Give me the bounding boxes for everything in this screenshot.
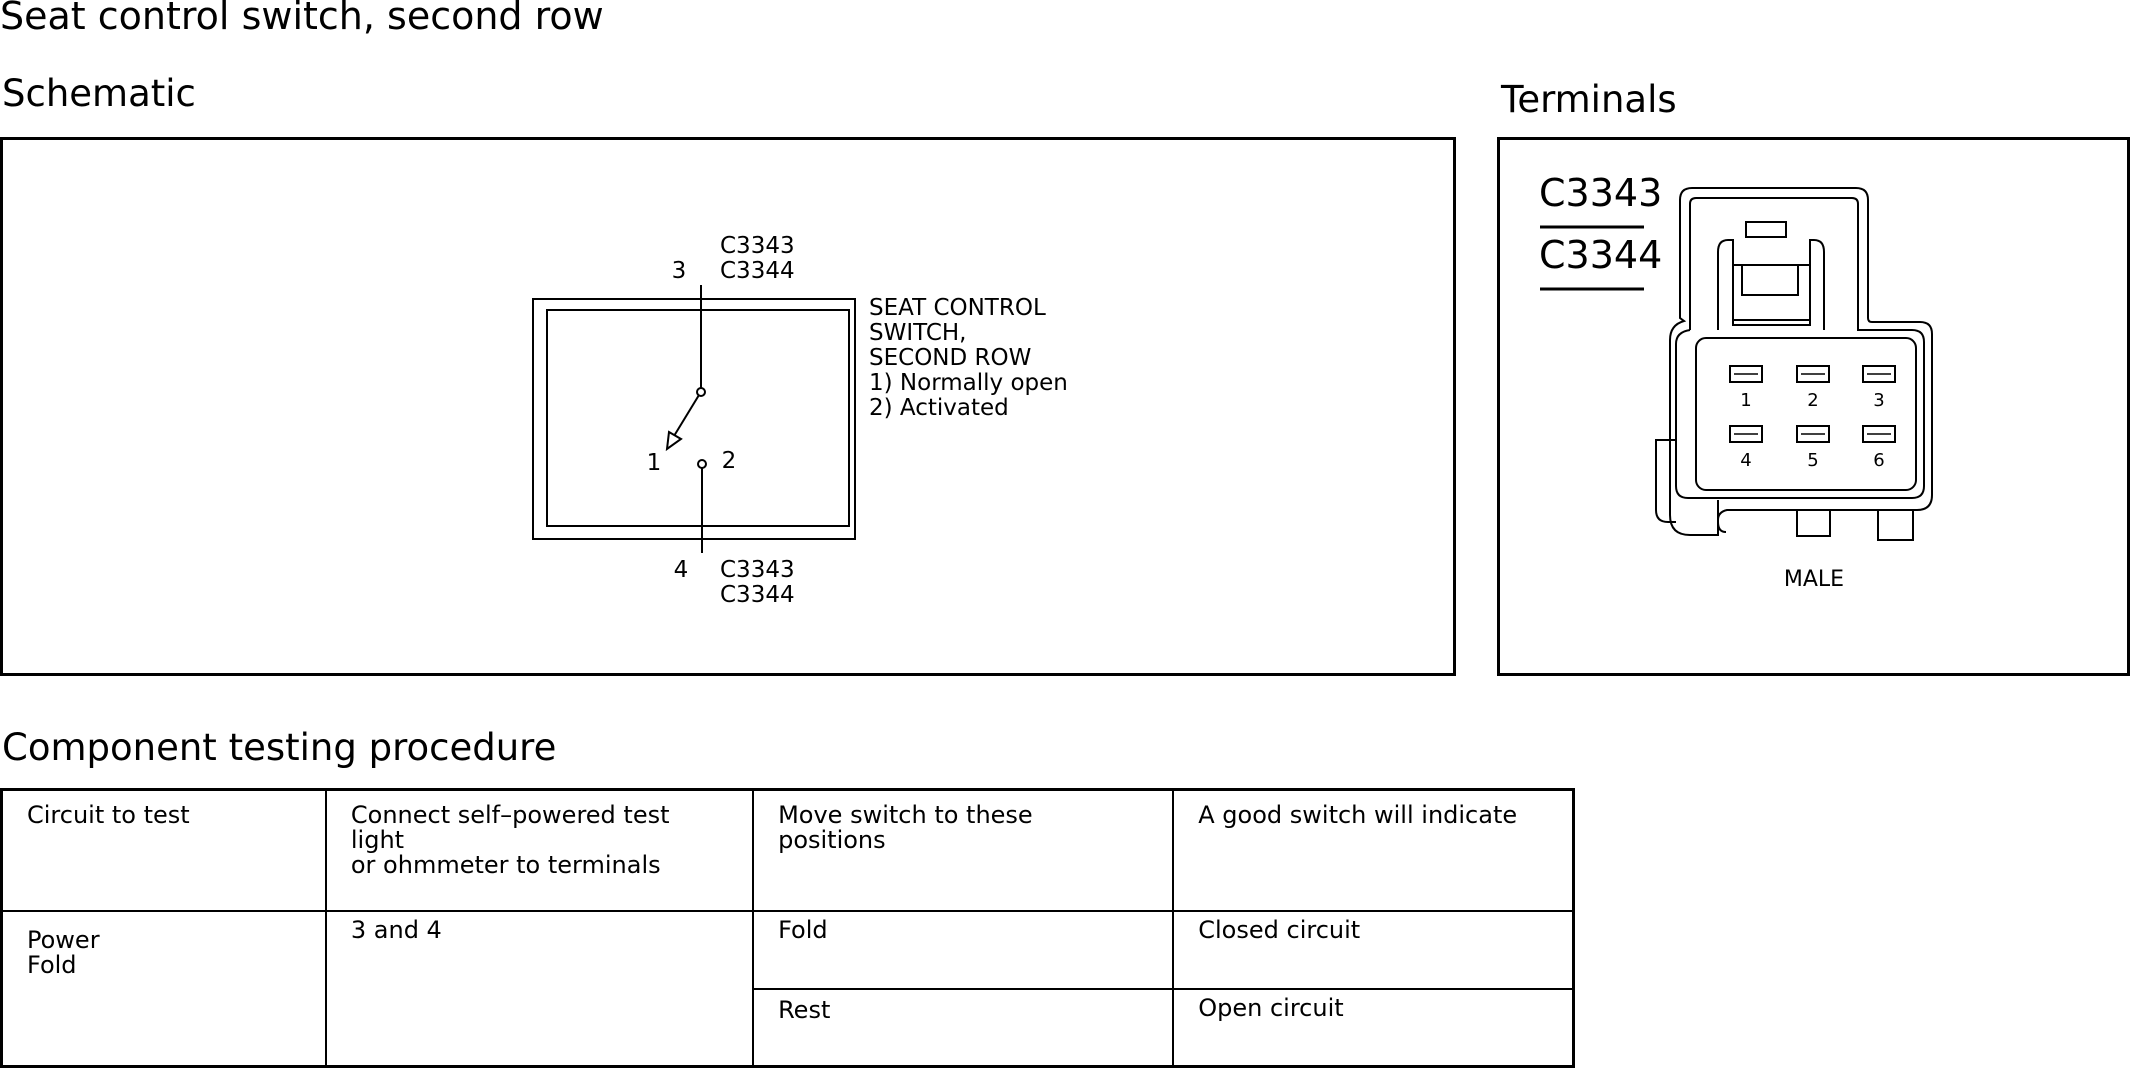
header-cell: Move switch to these positions xyxy=(752,788,1175,912)
header-circuit: Circuit to test xyxy=(27,801,190,829)
schematic-diagram: 3 C3343 C3344 1 2 4 C3343 C3344 SEAT CON… xyxy=(532,233,1068,608)
terminals-frame: C3343 C3344 xyxy=(1497,137,2130,676)
left-pin-label: 1 xyxy=(647,450,662,476)
cell-position: Rest xyxy=(778,995,831,1024)
bottom-connector-2: C3344 xyxy=(720,582,795,608)
side-lock-arm xyxy=(1655,439,1676,523)
pin-number-6: 6 xyxy=(1873,450,1884,471)
switch-arrow-icon xyxy=(665,430,683,452)
switch-housing-outer xyxy=(532,298,856,540)
table-row: Power Fold 3 and 4 Fold Closed circuit xyxy=(0,909,1575,1068)
header-cell: Connect self–powered test light or ohmme… xyxy=(324,788,755,912)
connector-gender: MALE xyxy=(1784,567,1844,592)
top-pin-label: 3 xyxy=(672,258,687,284)
schematic-heading: Schematic xyxy=(2,72,196,115)
table-row: Rest Open circuit xyxy=(2,987,1575,1068)
header-indicate: A good switch will indicate xyxy=(1198,801,1518,829)
top-contact xyxy=(696,387,706,397)
header-positions: Move switch to these positions xyxy=(778,801,1033,854)
table-cell: Power Fold xyxy=(0,909,327,1068)
connector-id-2: C3344 xyxy=(1539,233,1662,277)
cell-terminals: 3 and 4 xyxy=(350,915,442,944)
latch-housing xyxy=(1717,239,1825,330)
table-cell: Fold xyxy=(752,909,1175,990)
table-cell: Open circuit xyxy=(1172,987,1575,1068)
bottom-connector-1: C3343 xyxy=(720,557,795,583)
connector-shell-outer xyxy=(1669,187,1933,536)
cell-position: Fold xyxy=(778,915,828,944)
procedure-heading: Component testing procedure xyxy=(2,726,557,769)
pin-cavity-body xyxy=(1695,337,1917,491)
cell-result: Open circuit xyxy=(1198,993,1344,1022)
lock-ramp xyxy=(1717,500,1727,533)
terminals-heading: Terminals xyxy=(1501,78,1677,121)
header-cell: Circuit to test xyxy=(0,788,327,912)
bottom-rib-1 xyxy=(1796,510,1831,537)
table-cell: Rest xyxy=(752,987,1175,1068)
cell-result: Closed circuit xyxy=(1198,915,1361,944)
bottom-rib-2 xyxy=(1877,510,1914,541)
switch-label-line-1: SEAT CONTROL xyxy=(869,295,1046,321)
connector-id-1: C3343 xyxy=(1539,171,1662,215)
connector-shell-inner xyxy=(1675,197,1925,499)
schematic-frame: 3 C3343 C3344 1 2 4 C3343 C3344 SEAT CON… xyxy=(0,137,1456,676)
header-cell: A good switch will indicate xyxy=(1172,788,1575,912)
table-cell: 3 and 4 xyxy=(324,909,755,1068)
pin-number-4: 4 xyxy=(1740,450,1751,471)
connector-diagram: C3343 C3344 xyxy=(1539,171,1933,592)
procedure-table: Circuit to test Connect self–powered tes… xyxy=(0,788,1575,1068)
pin-number-5: 5 xyxy=(1807,450,1818,471)
page-title: Seat control switch, second row xyxy=(0,0,604,38)
pin-number-2: 2 xyxy=(1807,390,1818,411)
switch-housing-inner xyxy=(546,309,850,527)
switch-label-line-2: SWITCH, xyxy=(869,320,967,346)
right-pin-label: 2 xyxy=(722,448,737,474)
table-cell: Closed circuit xyxy=(1172,909,1575,990)
switch-label-line-4: 1) Normally open xyxy=(869,370,1068,396)
latch-tab xyxy=(1745,221,1787,238)
top-connector-2: C3344 xyxy=(720,258,795,284)
switch-label-line-5: 2) Activated xyxy=(869,395,1009,421)
top-connector-1: C3343 xyxy=(720,233,795,259)
pin-number-1: 1 xyxy=(1740,390,1751,411)
header-terminals: Connect self–powered test light or ohmme… xyxy=(350,801,670,879)
pin-number-3: 3 xyxy=(1873,390,1884,411)
switch-blade xyxy=(673,394,700,437)
latch-key xyxy=(1741,264,1799,296)
switch-label-line-3: SECOND ROW xyxy=(869,345,1031,371)
table-header-row: Circuit to test Connect self–powered tes… xyxy=(0,788,1575,912)
cell-circuit: Power Fold xyxy=(27,925,100,979)
bottom-contact xyxy=(697,459,707,469)
bottom-pin-label: 4 xyxy=(674,557,689,583)
